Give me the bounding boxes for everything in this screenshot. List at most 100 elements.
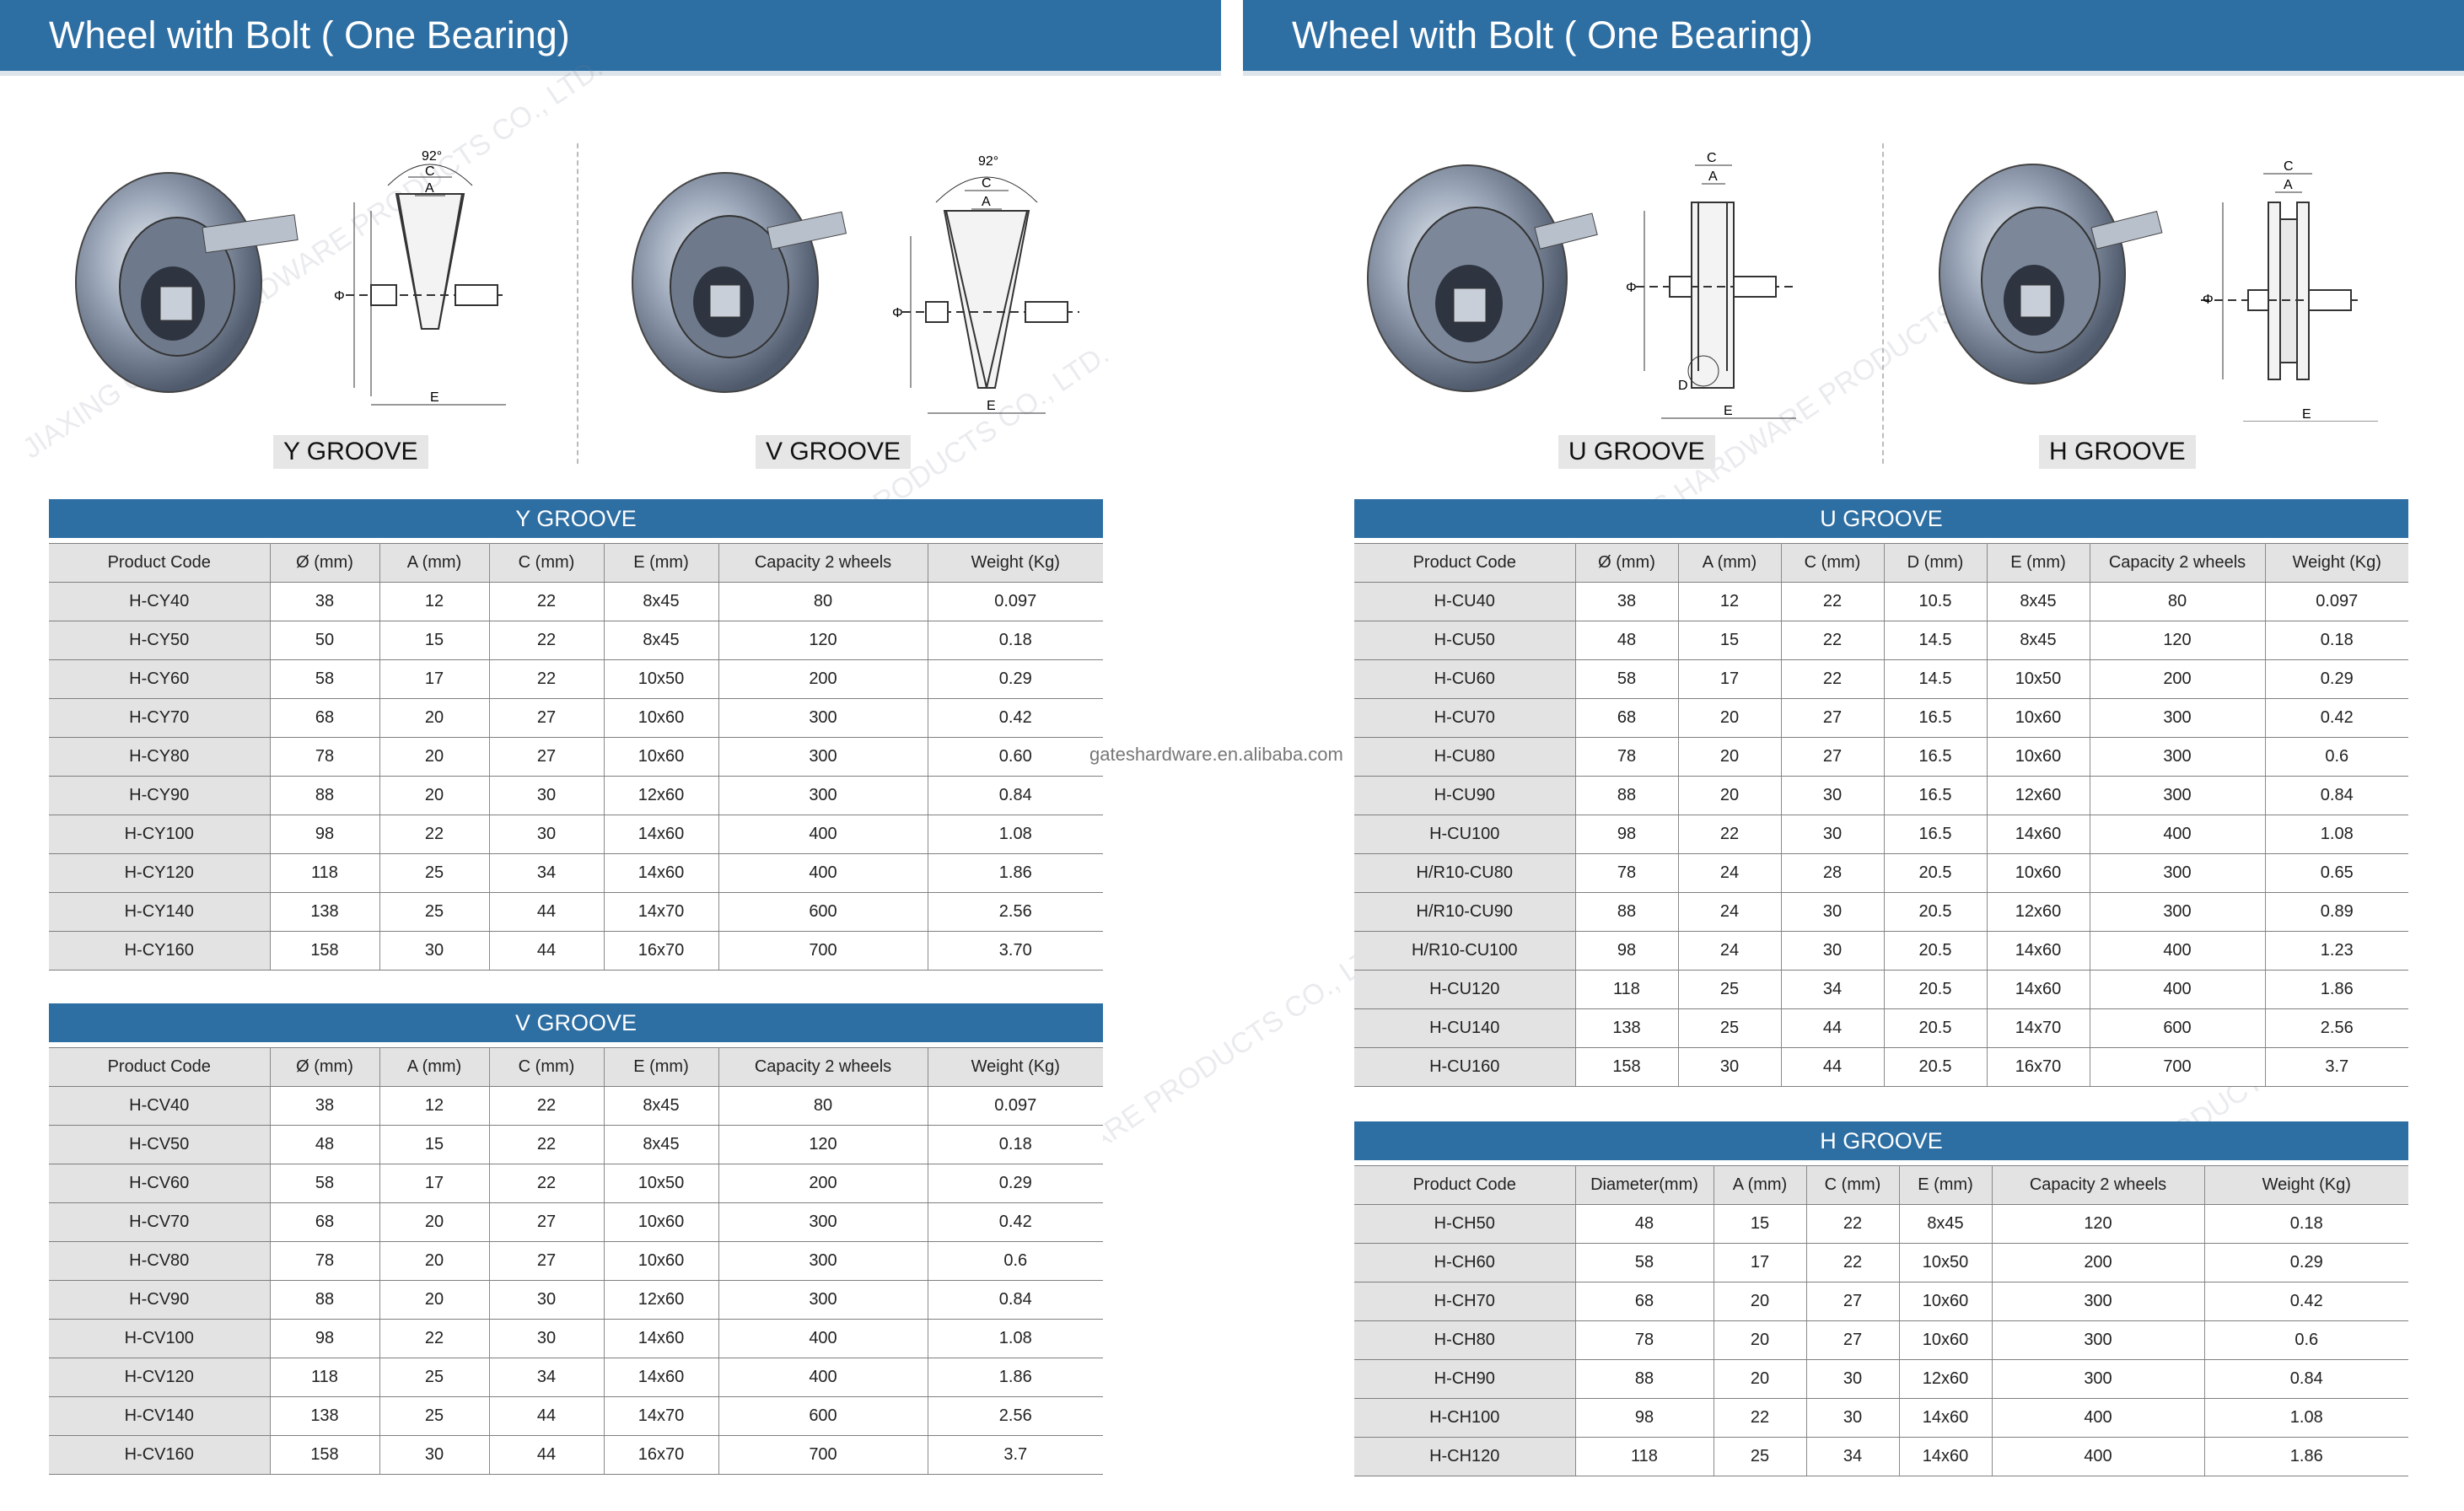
- table-cell: 0.84: [2265, 776, 2408, 815]
- table-cell: 14x60: [604, 853, 719, 893]
- product-code-cell: H-CU50: [1354, 621, 1576, 660]
- table-cell: 44: [1781, 1008, 1885, 1048]
- column-header: A (mm): [379, 1047, 490, 1087]
- v-groove-table-caption: V GROOVE: [49, 1003, 1103, 1042]
- table-cell: 0.84: [2204, 1359, 2408, 1399]
- table-cell: 158: [270, 1435, 380, 1475]
- table-cell: 20.5: [1884, 970, 1988, 1009]
- product-code-cell: H-CY120: [49, 853, 271, 893]
- table-cell: 30: [1806, 1359, 1900, 1399]
- h-groove-label: H GROOVE: [2039, 435, 2196, 469]
- table-cell: 30: [1781, 815, 1885, 854]
- table-cell: 2.56: [928, 1396, 1103, 1436]
- table-cell: 38: [270, 1086, 380, 1126]
- table-cell: 28: [1781, 853, 1885, 893]
- product-code-cell: H-CY50: [49, 621, 271, 660]
- table-cell: 0.84: [928, 1280, 1103, 1320]
- table-cell: 14x70: [604, 892, 719, 932]
- y-groove-table-caption: Y GROOVE: [49, 499, 1103, 538]
- table-cell: 22: [1678, 815, 1782, 854]
- table-cell: 25: [1714, 1437, 1807, 1476]
- product-code-cell: H-CY160: [49, 931, 271, 971]
- table-cell: 200: [1992, 1243, 2205, 1282]
- table-cell: 15: [1678, 621, 1782, 660]
- right-page-title: Wheel with Bolt ( One Bearing): [1292, 13, 1813, 56]
- table-cell: 30: [379, 931, 490, 971]
- table-cell: 22: [489, 582, 605, 621]
- left-header-strip: [0, 71, 1221, 76]
- table-cell: 118: [1575, 970, 1679, 1009]
- table-cell: 24: [1678, 853, 1782, 893]
- product-code-cell: H-CU140: [1354, 1008, 1576, 1048]
- table-cell: 80: [718, 582, 928, 621]
- table-cell: 12x60: [604, 1280, 719, 1320]
- table-cell: 120: [2090, 621, 2266, 660]
- table-cell: 2.56: [2265, 1008, 2408, 1048]
- table-cell: 10x60: [604, 698, 719, 738]
- product-code-cell: H-CY70: [49, 698, 271, 738]
- table-cell: 1.08: [928, 1319, 1103, 1358]
- h-dim-e: E: [2302, 407, 2311, 422]
- table-cell: 158: [1575, 1047, 1679, 1087]
- table-cell: 300: [1992, 1320, 2205, 1360]
- product-code-cell: H-CY90: [49, 776, 271, 815]
- table-cell: 27: [1781, 737, 1885, 777]
- table-cell: 22: [489, 1125, 605, 1164]
- table-cell: 600: [718, 892, 928, 932]
- table-cell: 80: [2090, 582, 2266, 621]
- table-cell: 20: [379, 1202, 490, 1242]
- table-cell: 30: [379, 1435, 490, 1475]
- table-cell: 98: [1575, 931, 1679, 971]
- table-cell: 120: [718, 1125, 928, 1164]
- table-cell: 88: [1575, 892, 1679, 932]
- table-cell: 25: [1678, 1008, 1782, 1048]
- table-cell: 10x60: [604, 1241, 719, 1281]
- table-cell: 8x45: [1899, 1204, 1993, 1244]
- table-cell: 22: [489, 1086, 605, 1126]
- table-cell: 20: [379, 698, 490, 738]
- column-header: A (mm): [1678, 543, 1782, 583]
- table-cell: 300: [2090, 892, 2266, 932]
- table-cell: 34: [1806, 1437, 1900, 1476]
- column-header: E (mm): [1899, 1165, 1993, 1205]
- table-cell: 22: [1781, 582, 1885, 621]
- table-cell: 44: [489, 931, 605, 971]
- column-header: Capacity 2 wheels: [718, 1047, 928, 1087]
- table-cell: 17: [379, 1164, 490, 1203]
- table-cell: 400: [2090, 970, 2266, 1009]
- table-cell: 12x60: [1987, 776, 2090, 815]
- table-cell: 20: [1678, 698, 1782, 738]
- table-cell: 20.5: [1884, 1008, 1988, 1048]
- table-cell: 10x60: [1899, 1282, 1993, 1321]
- table-cell: 400: [2090, 815, 2266, 854]
- table-cell: 20: [1714, 1320, 1807, 1360]
- v-groove-label: V GROOVE: [756, 435, 912, 469]
- table-cell: 400: [718, 1358, 928, 1397]
- y-groove-angle-label: 92°: [422, 149, 442, 164]
- table-cell: 2.56: [928, 892, 1103, 932]
- h-groove-figure: C A Φ E: [1923, 135, 2395, 422]
- table-cell: 10x60: [1987, 698, 2090, 738]
- table-cell: 58: [1575, 659, 1679, 699]
- table-cell: 48: [270, 1125, 380, 1164]
- caption-gap: [1354, 538, 2408, 543]
- table-cell: 12x60: [1899, 1359, 1993, 1399]
- table-cell: 1.86: [928, 853, 1103, 893]
- table-cell: 400: [1992, 1398, 2205, 1438]
- table-cell: 17: [1714, 1243, 1807, 1282]
- table-cell: 10x60: [604, 1202, 719, 1242]
- u-dim-d: D: [1678, 379, 1688, 393]
- right-header-strip: [1243, 71, 2464, 76]
- caption-gap: [49, 538, 1103, 543]
- table-cell: 300: [718, 1202, 928, 1242]
